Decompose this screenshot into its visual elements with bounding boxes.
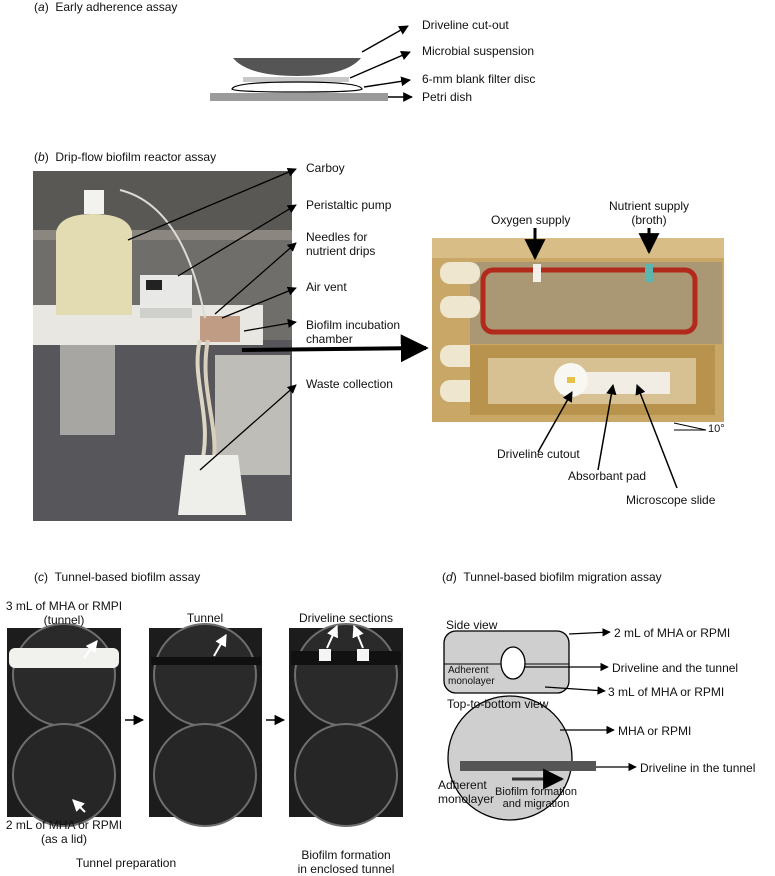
label-c-tunnel: Tunnel: [186, 611, 224, 625]
label-driveline-cutout: Driveline cut-out: [422, 18, 509, 32]
label-peristaltic-pump: Peristaltic pump: [306, 198, 392, 212]
label-d-mha-3ml: 3 mL of MHA or RPMI: [608, 685, 725, 699]
label-d-side-view: Side view: [446, 618, 498, 632]
label-microscope-slide: Microscope slide: [626, 493, 716, 507]
label-air-vent: Air vent: [306, 280, 347, 294]
panel-d-title: (d) Tunnel-based biofilm migration assay: [442, 570, 662, 584]
label-c-bottom-2: (as a lid): [40, 832, 88, 846]
driveline-cutout-shape: [233, 58, 361, 76]
angle-icon: [673, 422, 707, 431]
panel-c-photo-2: [149, 623, 262, 827]
label-driveline-cutout-b: Driveline cutout: [497, 447, 580, 461]
label-filter-disc: 6-mm blank filter disc: [422, 72, 536, 86]
label-absorbant-pad: Absorbant pad: [568, 469, 647, 483]
label-c-top-1: 3 mL of MHA or RMPI: [5, 599, 123, 613]
label-oxygen-supply: Oxygen supply: [491, 213, 571, 227]
arrow-filter-disc: [363, 76, 411, 88]
label-c-tunnel-prep: Tunnel preparation: [75, 856, 177, 870]
microbial-suspension-layer: [243, 77, 349, 82]
label-carboy: Carboy: [306, 161, 345, 175]
label-nutrient-1: Nutrient supply: [608, 199, 690, 213]
label-d-adherent-side-2: monolayer: [448, 676, 495, 687]
label-c-bottom-1: 2 mL of MHA or RPMI: [5, 818, 123, 832]
label-nutrient-2: (broth): [631, 213, 667, 227]
label-d-formation-2: and migration: [502, 798, 570, 810]
label-chamber-1: Biofilm incubation: [306, 318, 401, 332]
label-d-mha-rpmi: MHA or RPMI: [618, 724, 692, 738]
label-d-formation-1: Biofilm formation: [495, 786, 577, 798]
label-needles-1: Needles for: [306, 230, 368, 244]
label-chamber-2: chamber: [306, 332, 353, 346]
label-waste-collection: Waste collection: [306, 377, 393, 391]
petri-dish-shape: [210, 93, 388, 101]
label-d-top-view: Top-to-bottom view: [447, 697, 549, 711]
panel-d-side-view: [443, 628, 611, 695]
label-d-driveline-tunnel: Driveline and the tunnel: [612, 661, 739, 675]
label-needles-2: nutrient drips: [306, 244, 376, 258]
label-d-adherent-top-1: Adherent: [438, 778, 487, 792]
label-d-adherent-top-2: monolayer: [438, 792, 495, 806]
panel-b-lab-photo: [33, 171, 292, 521]
panel-b-title: (b) Drip-flow biofilm reactor assay: [34, 150, 217, 164]
panel-c-title: (c) Tunnel-based biofilm assay: [34, 570, 201, 584]
arrow-driveline-cutout: [361, 25, 409, 53]
panel-d-top-view: [447, 695, 637, 821]
arrow-microbial-suspension: [349, 51, 411, 79]
label-angle: 10°: [708, 423, 725, 435]
label-microbial-suspension: Microbial suspension: [422, 44, 535, 58]
label-c-formation-2: in enclosed tunnel: [297, 862, 395, 876]
filter-disc-shape: [231, 81, 363, 93]
label-d-driveline-in-tunnel: Driveline in the tunnel: [640, 761, 756, 775]
panel-a-title: (a) Early adherence assay: [34, 0, 178, 14]
label-c-driveline-sections: Driveline sections: [298, 611, 394, 625]
label-petri-dish: Petri dish: [422, 90, 473, 104]
label-d-mha-2ml: 2 mL of MHA or RPMI: [614, 626, 731, 640]
panel-b-chamber-photo: [432, 238, 724, 422]
panel-b-arrows: [127, 167, 707, 489]
panel-c-photo-1: [7, 623, 121, 827]
label-d-adherent-side-1: Adherent: [448, 665, 489, 676]
panel-c-photo-3: [289, 623, 403, 827]
panel-a-schematic: [210, 25, 413, 102]
label-c-formation-1: Biofilm formation: [301, 848, 391, 862]
label-c-top-2: (tunnel): [43, 613, 85, 627]
